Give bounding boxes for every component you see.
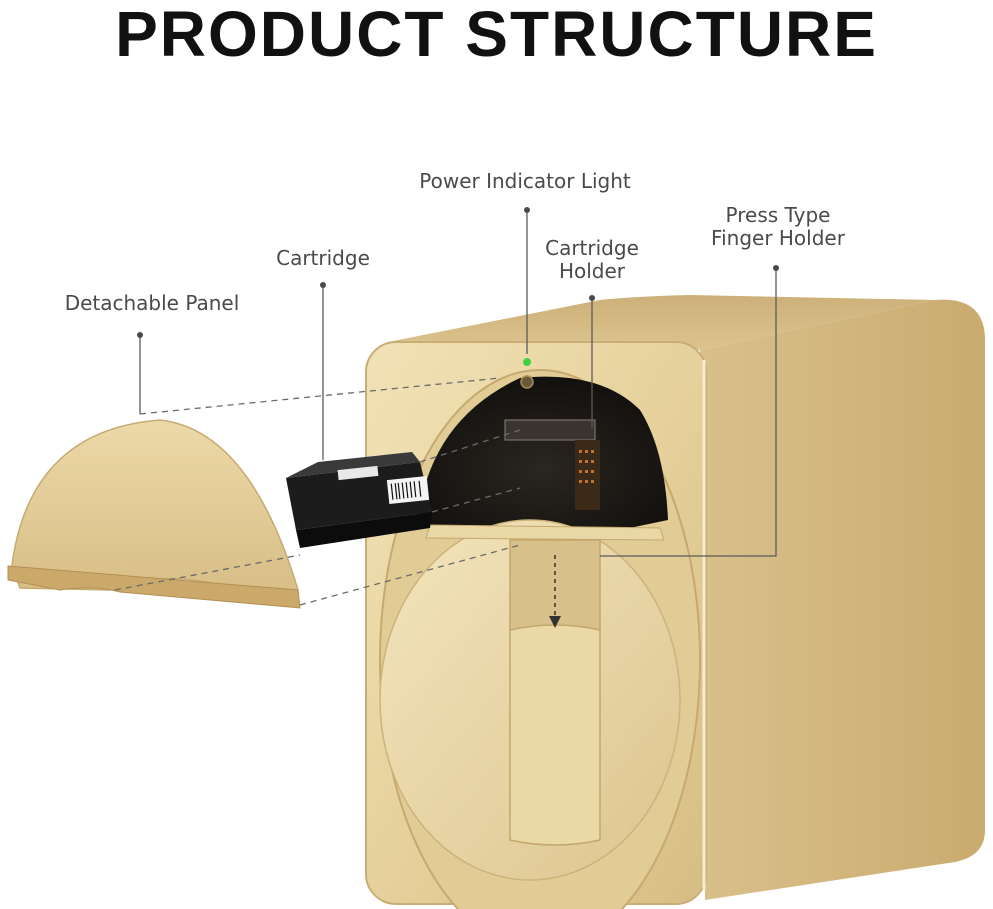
cartridge-barcode-label	[386, 475, 430, 505]
cartridge-holder-bracket	[504, 419, 596, 441]
dash-panel-right	[299, 544, 521, 606]
detachable-panel	[7, 419, 301, 609]
cavity-shelf	[425, 524, 665, 541]
label-cartridge: Cartridge	[276, 246, 370, 270]
label-cartridge-holder-line1: Cartridge	[545, 236, 639, 260]
press-arrow-head	[549, 616, 561, 628]
dash-panel-left	[114, 554, 301, 591]
cartridge	[286, 452, 432, 548]
device-side-face	[700, 299, 985, 901]
leader-lines	[114, 207, 779, 606]
cartridge-bottom	[296, 512, 432, 548]
leader-finger-holder	[600, 268, 777, 557]
label-cartridge-holder-line2: Holder	[559, 259, 626, 283]
panel-edge	[7, 565, 301, 609]
cartridge-body	[286, 462, 432, 530]
finger-holder-press	[509, 624, 601, 846]
label-finger-holder-line2: Finger Holder	[711, 226, 846, 250]
oval-opening	[379, 369, 701, 909]
dash-cartridge-bottom	[431, 487, 521, 513]
label-detachable-panel: Detachable Panel	[65, 291, 240, 315]
indicator-hole	[520, 375, 534, 389]
inner-cavity	[418, 376, 668, 530]
label-finger-holder-line1: Press Type	[726, 203, 831, 227]
label-power-indicator: Power Indicator Light	[419, 169, 631, 193]
page-title: PRODUCT STRUCTURE	[115, 0, 878, 70]
power-indicator-led	[523, 358, 531, 366]
device-top-face	[388, 295, 935, 350]
cartridge-top	[286, 452, 420, 478]
cartridge-label	[337, 465, 379, 481]
dash-panel-top	[139, 377, 501, 415]
